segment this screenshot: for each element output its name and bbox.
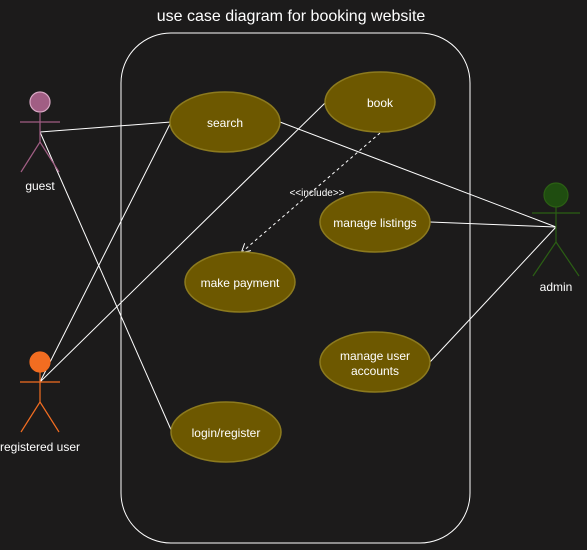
usecase-make-payment-ellipse <box>184 251 296 313</box>
usecase-make-payment-label: make payment <box>201 276 280 290</box>
actor-admin-icon <box>532 182 580 277</box>
usecase-search-ellipse <box>169 91 281 153</box>
usecase-login-register-label: login/register <box>192 426 261 440</box>
usecase-search-label: search <box>207 116 243 130</box>
guest-login-line <box>39 131 173 433</box>
usecase-make-payment[interactable]: make payment <box>184 251 296 313</box>
actor-registered-user[interactable]: registered user <box>0 351 80 454</box>
usecase-manage-user-accounts-label-line1: manage user <box>340 349 410 363</box>
actor-registered-user-label: registered user <box>0 440 80 454</box>
actor-guest[interactable]: guest <box>20 91 60 193</box>
association-lines <box>39 101 557 433</box>
system-boundary <box>120 32 471 544</box>
actor-admin-label: admin <box>540 280 573 294</box>
usecase-book-label: book <box>367 96 394 110</box>
actor-admin[interactable]: admin <box>532 182 580 294</box>
registered-user-book-line <box>39 101 327 383</box>
usecase-manage-listings-ellipse <box>319 191 431 253</box>
usecase-manage-user-accounts[interactable]: manage user accounts <box>319 331 431 393</box>
actor-registered-user-icon <box>20 351 60 433</box>
admin-search-line <box>279 121 557 228</box>
usecase-book-ellipse <box>324 71 436 133</box>
usecase-manage-listings[interactable]: manage listings <box>319 191 431 253</box>
usecase-login-register[interactable]: login/register <box>170 401 282 463</box>
include-label: <<include>> <box>289 188 344 199</box>
diagram-title: use case diagram for booking website <box>157 8 426 25</box>
registered-user-search-line <box>39 121 172 383</box>
guest-search-line <box>39 121 172 133</box>
usecase-book[interactable]: book <box>324 71 436 133</box>
include-arrow <box>242 132 381 252</box>
usecase-search[interactable]: search <box>169 91 281 153</box>
actor-guest-label: guest <box>25 179 55 193</box>
admin-manage-listings-line <box>429 221 557 228</box>
usecase-login-register-ellipse <box>170 401 282 463</box>
usecase-manage-listings-label: manage listings <box>333 216 416 230</box>
usecase-manage-user-accounts-ellipse <box>319 331 431 393</box>
actor-guest-icon <box>20 91 60 173</box>
admin-manage-users-line <box>429 226 557 363</box>
usecase-manage-user-accounts-label-line2: accounts <box>351 364 399 378</box>
